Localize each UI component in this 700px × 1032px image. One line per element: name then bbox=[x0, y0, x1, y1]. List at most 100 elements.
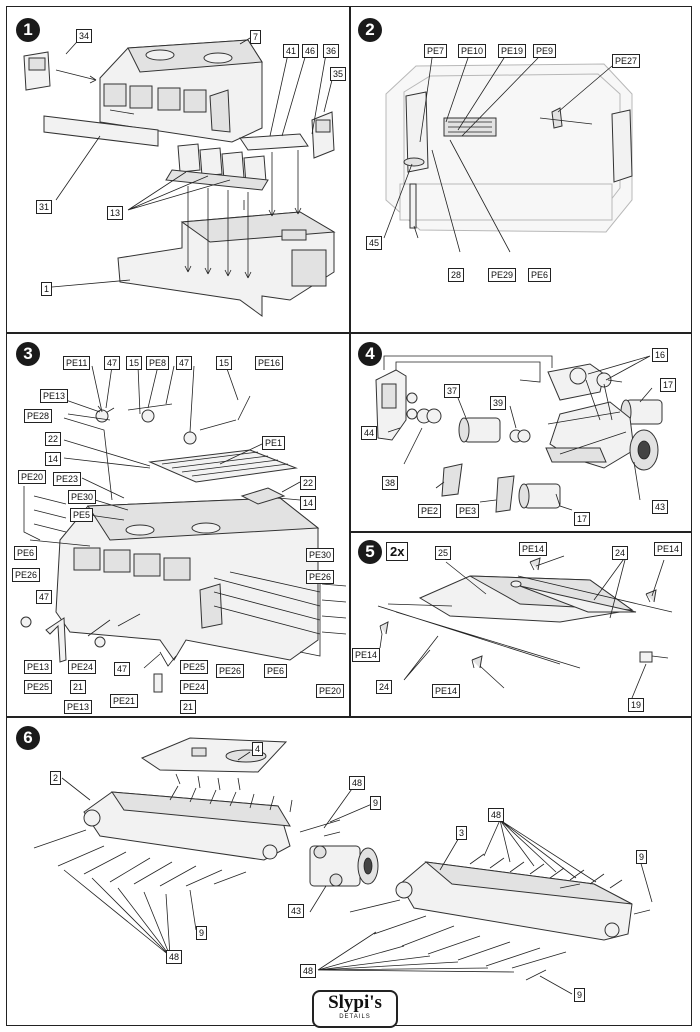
part-callout: PE27 bbox=[612, 54, 641, 68]
part-callout: 43 bbox=[288, 904, 305, 918]
part-callout: PE21 bbox=[110, 694, 139, 708]
step-number: 5 bbox=[358, 540, 382, 564]
part-callout: PE30 bbox=[306, 548, 335, 562]
part-callout: PE1 bbox=[262, 436, 286, 450]
part-callout: 47 bbox=[176, 356, 193, 370]
part-callout: 36 bbox=[323, 44, 340, 58]
quantity-multiplier: 2x bbox=[386, 542, 409, 561]
part-callout: 47 bbox=[36, 590, 53, 604]
brand-tagline: DETAILS bbox=[339, 1014, 371, 1020]
part-callout: 43 bbox=[652, 500, 669, 514]
part-callout: 48 bbox=[488, 808, 505, 822]
part-callout: PE24 bbox=[180, 680, 209, 694]
part-callout: PE8 bbox=[146, 356, 170, 370]
divider-row-1 bbox=[6, 332, 692, 334]
part-callout: 48 bbox=[166, 950, 183, 964]
part-callout: 1 bbox=[41, 282, 53, 296]
brand-logo: Slypi's DETAILS bbox=[312, 990, 398, 1028]
part-callout: 19 bbox=[628, 698, 645, 712]
part-callout: PE25 bbox=[24, 680, 53, 694]
part-callout: PE2 bbox=[418, 504, 442, 518]
part-callout: 48 bbox=[349, 776, 366, 790]
part-callout: PE14 bbox=[432, 684, 461, 698]
part-callout: PE3 bbox=[456, 504, 480, 518]
step-3-drawing bbox=[20, 365, 347, 693]
part-callout: PE24 bbox=[68, 660, 97, 674]
part-callout: PE14 bbox=[519, 542, 548, 556]
step-number: 3 bbox=[16, 342, 40, 366]
part-callout: PE20 bbox=[18, 470, 47, 484]
part-callout: 15 bbox=[216, 356, 233, 370]
divider-vertical-top bbox=[349, 6, 351, 716]
part-callout: PE28 bbox=[24, 409, 53, 423]
part-callout: 24 bbox=[376, 680, 393, 694]
part-callout: PE6 bbox=[14, 546, 38, 560]
part-callout: PE6 bbox=[264, 664, 288, 678]
part-callout: 25 bbox=[435, 546, 452, 560]
part-callout: PE10 bbox=[458, 44, 487, 58]
part-callout: PE26 bbox=[216, 664, 245, 678]
part-callout: PE23 bbox=[53, 472, 82, 486]
part-callout: 38 bbox=[382, 476, 399, 490]
part-callout: PE13 bbox=[24, 660, 53, 674]
part-callout: PE7 bbox=[424, 44, 448, 58]
step-4-drawing bbox=[375, 355, 663, 513]
part-callout: PE30 bbox=[68, 490, 97, 504]
part-callout: PE25 bbox=[180, 660, 209, 674]
part-callout: 46 bbox=[302, 44, 319, 58]
part-callout: 37 bbox=[444, 384, 461, 398]
part-callout: 22 bbox=[300, 476, 317, 490]
part-callout: 48 bbox=[300, 964, 317, 978]
part-callout: 15 bbox=[126, 356, 143, 370]
step-number: 4 bbox=[358, 342, 382, 366]
part-callout: 39 bbox=[490, 396, 507, 410]
part-callout: 21 bbox=[180, 700, 197, 714]
step-5-drawing bbox=[377, 555, 673, 699]
divider-step-4-5 bbox=[349, 531, 692, 533]
part-callout: 2 bbox=[50, 771, 62, 785]
part-callout: PE14 bbox=[654, 542, 683, 556]
part-callout: PE26 bbox=[12, 568, 41, 582]
part-callout: 34 bbox=[76, 29, 93, 43]
part-callout: 44 bbox=[361, 426, 378, 440]
part-callout: PE9 bbox=[533, 44, 557, 58]
part-callout: PE13 bbox=[64, 700, 93, 714]
step-1-drawing bbox=[23, 33, 336, 317]
part-callout: 9 bbox=[636, 850, 648, 864]
part-callout: 14 bbox=[300, 496, 317, 510]
part-callout: 4 bbox=[252, 742, 264, 756]
part-callout: 22 bbox=[45, 432, 62, 446]
step-number: 2 bbox=[358, 18, 382, 42]
part-callout: PE26 bbox=[306, 570, 335, 584]
step-number: 6 bbox=[16, 726, 40, 750]
step-2-drawing bbox=[383, 57, 633, 253]
brand-name: Slypi's bbox=[328, 992, 382, 1013]
part-callout: 3 bbox=[456, 826, 468, 840]
part-callout: 41 bbox=[283, 44, 300, 58]
part-callout: PE11 bbox=[63, 356, 91, 370]
part-callout: 47 bbox=[114, 662, 131, 676]
part-callout: 14 bbox=[45, 452, 62, 466]
part-callout: PE5 bbox=[70, 508, 94, 522]
part-callout: 31 bbox=[36, 200, 53, 214]
part-callout: 9 bbox=[574, 988, 586, 1002]
part-callout: PE29 bbox=[488, 268, 517, 282]
part-callout: 9 bbox=[370, 796, 382, 810]
part-callout: 28 bbox=[448, 268, 465, 282]
part-callout: 9 bbox=[196, 926, 208, 940]
part-callout: 45 bbox=[366, 236, 383, 250]
part-callout: PE20 bbox=[316, 684, 345, 698]
part-callout: 7 bbox=[250, 30, 262, 44]
part-callout: 17 bbox=[574, 512, 591, 526]
part-callout: 21 bbox=[70, 680, 87, 694]
part-callout: 13 bbox=[107, 206, 124, 220]
part-callout: PE14 bbox=[352, 648, 381, 662]
part-callout: PE13 bbox=[40, 389, 69, 403]
step-number: 1 bbox=[16, 18, 40, 42]
step-6-drawing bbox=[33, 737, 653, 995]
part-callout: 24 bbox=[612, 546, 629, 560]
part-callout: 35 bbox=[330, 67, 347, 81]
part-callout: 47 bbox=[104, 356, 121, 370]
part-callout: 17 bbox=[660, 378, 677, 392]
